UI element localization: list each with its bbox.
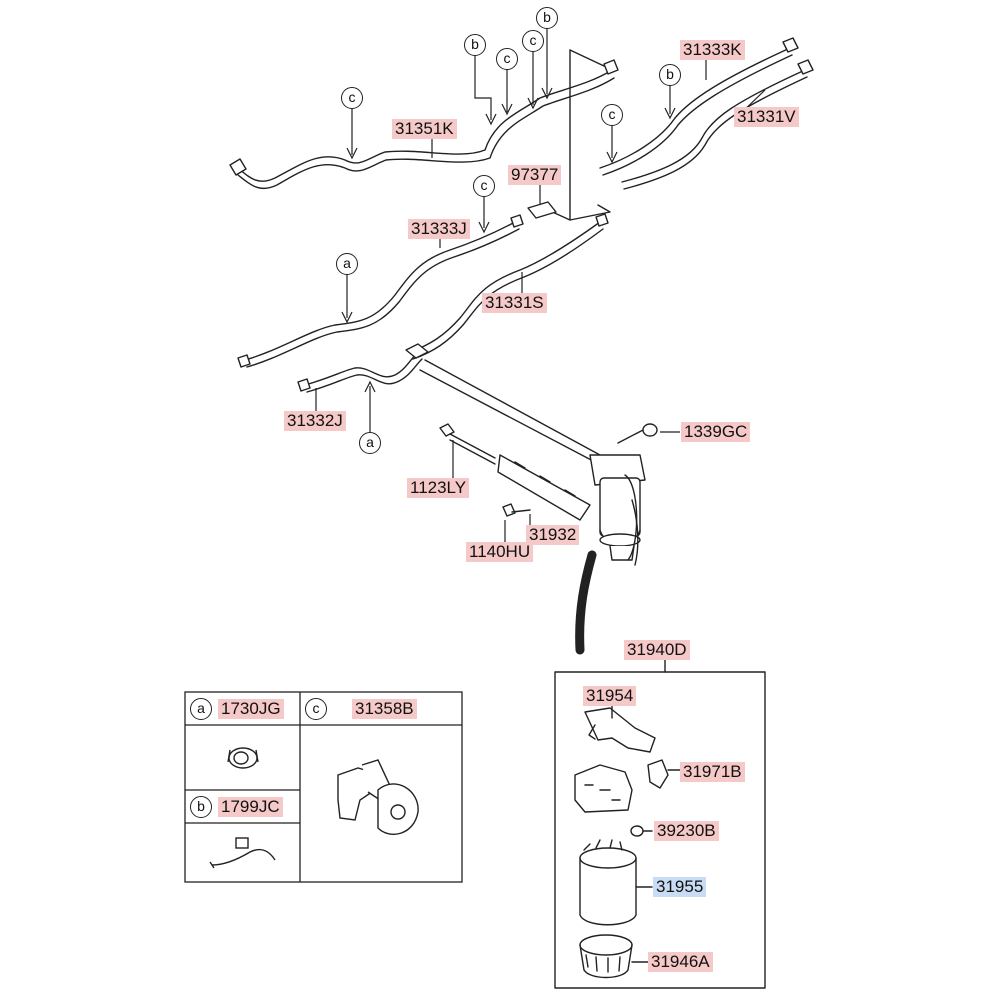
marker-c: c [601, 104, 623, 126]
label-1140hu[interactable]: 1140HU [466, 542, 534, 562]
label-31954[interactable]: 31954 [583, 686, 637, 706]
label-31946a[interactable]: 31946A [648, 952, 713, 972]
label-1123ly[interactable]: 1123LY [407, 478, 470, 498]
wire-clip-icon [209, 837, 276, 869]
bracket-clip-icon [337, 759, 419, 835]
label-1339gc[interactable]: 1339GC [681, 422, 751, 442]
label-97377[interactable]: 97377 [508, 165, 562, 185]
legend-code-c[interactable]: 31358B [352, 699, 417, 719]
legend-marker-c: c [305, 698, 327, 720]
legend-marker-b: b [190, 796, 212, 818]
label-31955[interactable]: 31955 [653, 877, 707, 897]
label-31332j[interactable]: 31332J [284, 411, 346, 431]
marker-a: a [336, 253, 358, 275]
label-31932[interactable]: 31932 [526, 525, 580, 545]
pipe-31351k [237, 69, 615, 190]
label-31331v[interactable]: 31331V [734, 107, 799, 127]
marker-c: c [473, 175, 495, 197]
marker-b: b [536, 7, 558, 29]
label-39230b[interactable]: 39230B [654, 821, 719, 841]
label-31351k[interactable]: 31351K [392, 119, 457, 139]
marker-b: b [464, 34, 486, 56]
label-31333j[interactable]: 31333J [408, 219, 470, 239]
label-31333k[interactable]: 31333K [680, 40, 745, 60]
legend-code-a[interactable]: 1730JG [218, 699, 284, 719]
legend-marker-a: a [190, 698, 212, 720]
label-31971b[interactable]: 31971B [680, 762, 745, 782]
marker-b: b [659, 64, 681, 86]
marker-c: c [341, 87, 363, 109]
label-31940d[interactable]: 31940D [624, 640, 690, 660]
grommet-icon [227, 747, 259, 769]
marker-a: a [359, 432, 381, 454]
marker-c: c [522, 30, 544, 52]
filter-assembly [589, 454, 646, 566]
marker-c: c [496, 48, 518, 70]
legend-table [184, 691, 463, 883]
label-31331s[interactable]: 31331S [482, 293, 547, 313]
legend-code-b[interactable]: 1799JC [218, 797, 283, 817]
